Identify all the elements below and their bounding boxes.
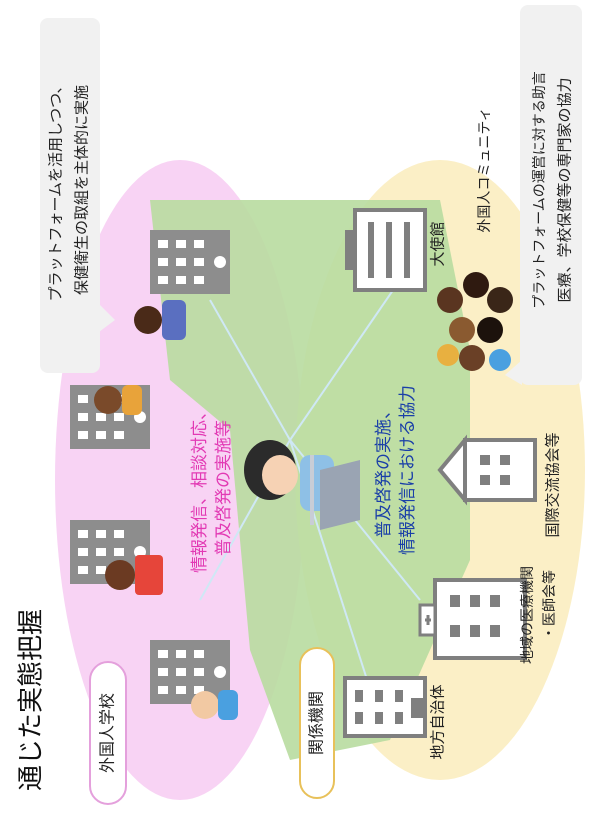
child-icon bbox=[94, 385, 142, 415]
callout-top-left: プラットフォームを活用しつつ、 保健衛生の取組を主体的に実施 bbox=[40, 18, 115, 373]
callout-top-left-line1: プラットフォームを活用しつつ、 bbox=[47, 78, 65, 301]
callout-top-left-line2: 保健衛生の取組を主体的に実施 bbox=[73, 85, 91, 295]
medical-institutions-line2: ・医師会等 bbox=[541, 570, 558, 640]
school-activities-line2: 普及啓発の実施等 bbox=[214, 420, 234, 556]
child-icon bbox=[191, 690, 238, 720]
title-partial: 通じた実態把握 bbox=[17, 609, 47, 791]
callout-top-right-line1: プラットフォームの運営に対する助言 bbox=[532, 71, 548, 309]
government-building-icon bbox=[343, 676, 427, 738]
school-building-icon bbox=[150, 640, 230, 704]
callout-top-right: プラットフォームの運営に対する助言 医療、学校保健等の専門家の協力 bbox=[505, 5, 582, 385]
child-icon bbox=[105, 555, 163, 595]
person-laptop-icon bbox=[244, 440, 360, 530]
svg-text:外国人学校: 外国人学校 bbox=[98, 693, 117, 773]
embassy-label: 大使館 bbox=[429, 221, 447, 266]
hospital-building-icon bbox=[418, 578, 527, 660]
medical-institutions-line1: 地域の医療機関 bbox=[519, 566, 536, 664]
international-association-label: 国際交流協会等 bbox=[544, 432, 562, 537]
school-activities-line1: 情報発信、相談対応、 bbox=[190, 403, 210, 573]
callout-top-right-line2: 医療、学校保健等の専門家の協力 bbox=[556, 77, 574, 302]
cooperation-line2: 情報発信における協力 bbox=[398, 385, 418, 555]
child-icon bbox=[134, 300, 186, 340]
school-building-icon bbox=[150, 230, 230, 294]
crowd-icon bbox=[437, 272, 513, 371]
group-label-foreign-school: 外国人学校 bbox=[89, 661, 127, 805]
foreign-community-label: 外国人コミュニティ bbox=[477, 107, 493, 232]
svg-text:関係機関: 関係機関 bbox=[307, 691, 326, 755]
local-government-label: 地方自治体 bbox=[429, 684, 447, 759]
embassy-building-icon bbox=[345, 208, 427, 292]
group-label-related-institutions: 関係機関 bbox=[299, 647, 335, 799]
cooperation-line1: 普及啓発の実施、 bbox=[374, 402, 394, 538]
association-building-icon bbox=[437, 434, 537, 506]
